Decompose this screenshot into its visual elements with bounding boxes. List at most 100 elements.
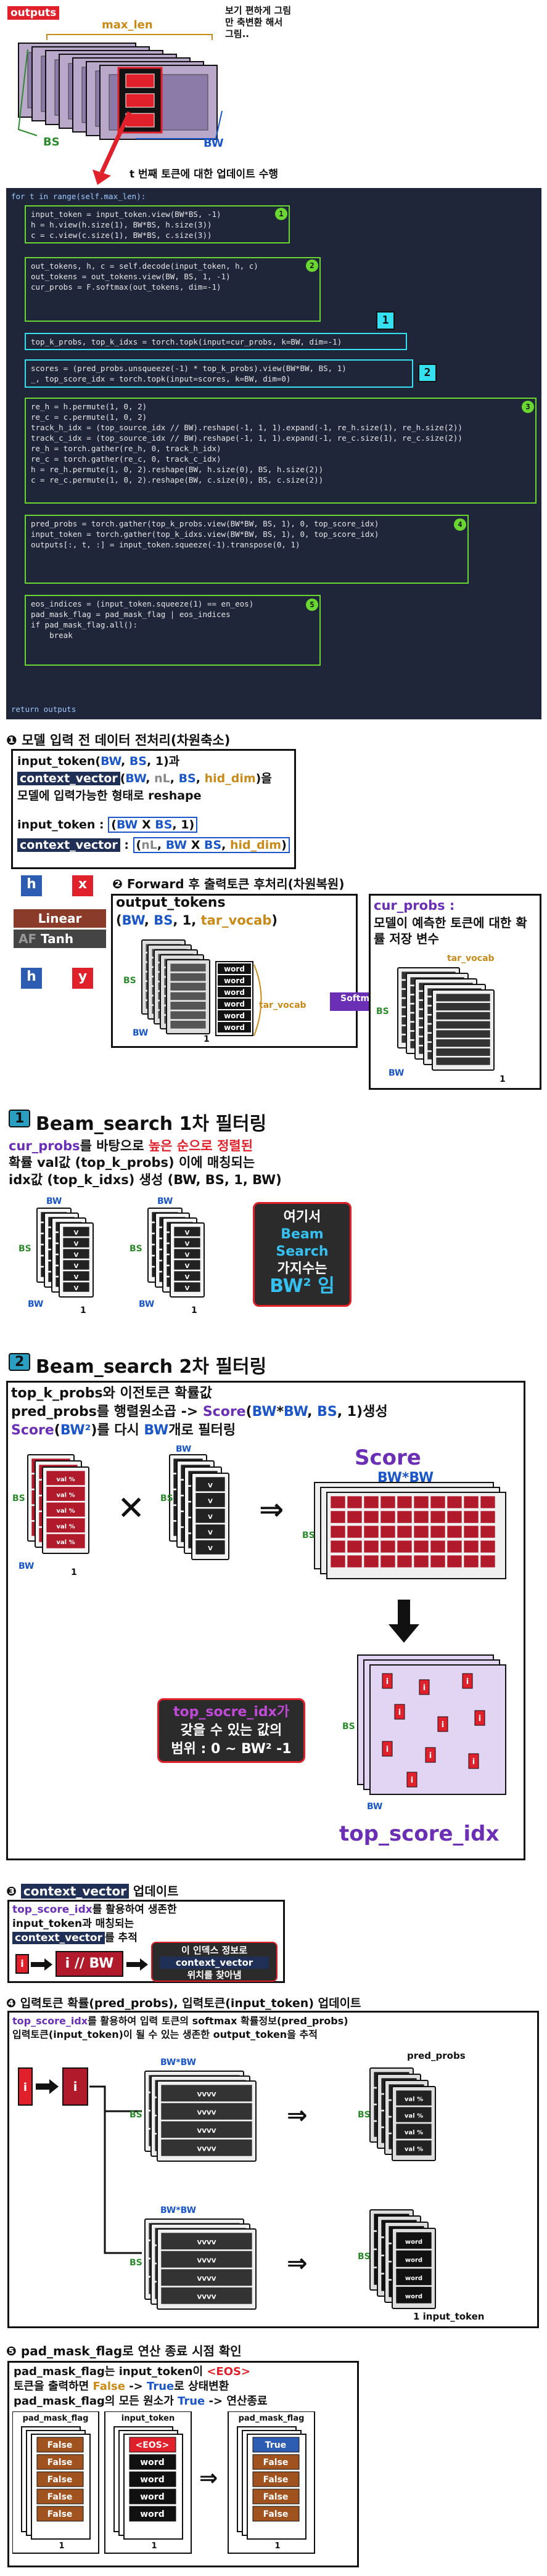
stack-cell xyxy=(170,991,207,1001)
s1-desc3: idx값 (top_k_idxs) 생성 (BW, BS, 1, BW) xyxy=(9,1172,282,1187)
stack-cell-text: val % xyxy=(405,2130,423,2136)
code-block-1: input_token = input_token.view(BW*BS, -1… xyxy=(25,205,290,243)
flag-cell xyxy=(129,2506,176,2522)
stack-cell xyxy=(435,1048,491,1057)
sec1-title: ❶ 모델 입력 전 데이터 전처리(차원축소) xyxy=(6,733,231,748)
stack-cell xyxy=(173,1237,201,1248)
stack-cell-text: word xyxy=(405,2257,422,2263)
stack-cell-text: V xyxy=(208,1514,213,1521)
stack-cell xyxy=(170,1001,207,1010)
h-output: h xyxy=(21,968,42,989)
one-label: 1 xyxy=(204,1034,210,1044)
stack-cell-text: val % xyxy=(405,2096,423,2103)
stack-cell xyxy=(160,2287,253,2305)
cur-probs-title: cur_probs : xyxy=(374,898,455,913)
s2-diagram: val %val %val %val %val %BSBW1✕VVVVVBSBW… xyxy=(12,1445,506,1812)
flag-cell xyxy=(252,2471,300,2487)
score-cell xyxy=(330,1555,346,1568)
score-cell xyxy=(380,1540,396,1553)
branch-upper xyxy=(89,2085,142,2112)
idx-text: i xyxy=(479,1714,481,1723)
stack-cell xyxy=(46,1534,86,1549)
stack-cell xyxy=(62,1248,90,1259)
stack-cell xyxy=(395,2140,432,2156)
stack-cell-text: val % xyxy=(405,2113,423,2120)
stack-cell xyxy=(62,1226,90,1237)
stack-cell-text: word xyxy=(405,2293,422,2300)
stack-cell xyxy=(170,973,207,982)
flag-text: False xyxy=(263,2509,289,2519)
score-cell xyxy=(430,1540,446,1553)
s1-badge: 1 xyxy=(9,1110,31,1127)
input-token-label: 1 input_token xyxy=(413,2311,484,2322)
s2-desc3: Score(BW²)를 다시 BW개로 필터링 xyxy=(11,1423,236,1438)
stack-cell xyxy=(435,1002,491,1011)
stack-cell xyxy=(195,1508,226,1524)
stack-cell-text: val % xyxy=(405,2146,423,2153)
sec1-line2: context_vector(BW, nL, BS, hid_dim)을 xyxy=(17,771,272,787)
stack-cell xyxy=(170,1020,207,1029)
idx-text: i xyxy=(386,1745,389,1754)
word-text: word xyxy=(224,1000,245,1008)
score-cell xyxy=(446,1555,463,1568)
score-cell xyxy=(347,1525,363,1539)
stack-cell-text: VVVV xyxy=(197,2276,216,2283)
implies-sign: ⇒ xyxy=(287,2249,308,2278)
flag-text: word xyxy=(140,2458,164,2468)
code-step-1: 1 xyxy=(376,311,395,330)
score-cell xyxy=(397,1555,413,1568)
bs-label: BS xyxy=(358,2110,371,2120)
s2-title: Beam_search 2차 필터링 xyxy=(36,1356,267,1378)
flag-cell xyxy=(129,2488,176,2504)
idx-cell xyxy=(394,1704,405,1720)
s2-bwbw-label: BW*BW xyxy=(377,1470,434,1486)
outputs-label: outputs xyxy=(7,6,60,20)
idx-cell xyxy=(406,1772,417,1788)
arrow-1 xyxy=(36,2079,59,2094)
idx-text: i xyxy=(23,2081,27,2094)
bs-label: BS xyxy=(160,1494,173,1503)
score-cell xyxy=(446,1495,463,1509)
stack-cell xyxy=(395,2090,432,2106)
stack-cell xyxy=(395,2123,432,2140)
sec3-op: i // BW xyxy=(56,1951,123,1977)
cur-probs-desc: 모델이 예측한 토큰에 대한 확률 저장 변수 xyxy=(374,915,527,946)
stack-cell xyxy=(195,1524,226,1539)
code-block-5: eos_indices = (input_token.squeeze(1) ==… xyxy=(25,595,321,666)
score-cell xyxy=(363,1540,379,1553)
sec5-title: ❺ pad_mask_flag로 연산 종료 시점 확인 xyxy=(6,2344,242,2358)
score-cell xyxy=(463,1555,479,1568)
score-cell xyxy=(413,1525,429,1539)
tar-vocab-brace xyxy=(253,964,262,1036)
sec4-desc2: 입력토큰(input_token)이 될 수 있는 생존한 output_tok… xyxy=(12,2029,318,2040)
one-label: 1 xyxy=(59,2541,64,2551)
flag-text: word xyxy=(140,2492,164,2502)
word-text: word xyxy=(224,965,245,973)
score-cell xyxy=(397,1510,413,1524)
stack-cell-text: VVVV xyxy=(197,2239,216,2246)
stack-cell xyxy=(195,1476,226,1492)
stack-cell xyxy=(173,1282,201,1293)
idx-text: i xyxy=(423,1683,426,1693)
bs-label: BS xyxy=(43,136,60,149)
stack-cell-text: V xyxy=(208,1498,213,1505)
flag-cell xyxy=(252,2437,300,2453)
bs-label: BS xyxy=(130,1244,142,1254)
stack-cell-text: V xyxy=(185,1252,190,1259)
score-cell xyxy=(347,1540,363,1553)
stack-cell-text: V xyxy=(185,1274,190,1281)
stack-cell xyxy=(170,982,207,991)
branch-lower xyxy=(104,2087,142,2254)
stack-cell xyxy=(395,2286,432,2304)
word-text: word xyxy=(224,976,245,985)
flag-cell xyxy=(252,2488,300,2504)
idx-text: i xyxy=(398,1708,401,1717)
stack-cell-text: V xyxy=(74,1241,79,1248)
word-text: word xyxy=(224,1023,245,1032)
code-block-s2: scores = (pred_probs.unsqueeze(-1) * top… xyxy=(25,359,413,388)
stack-cell xyxy=(195,1492,226,1508)
score-cell xyxy=(330,1540,346,1553)
